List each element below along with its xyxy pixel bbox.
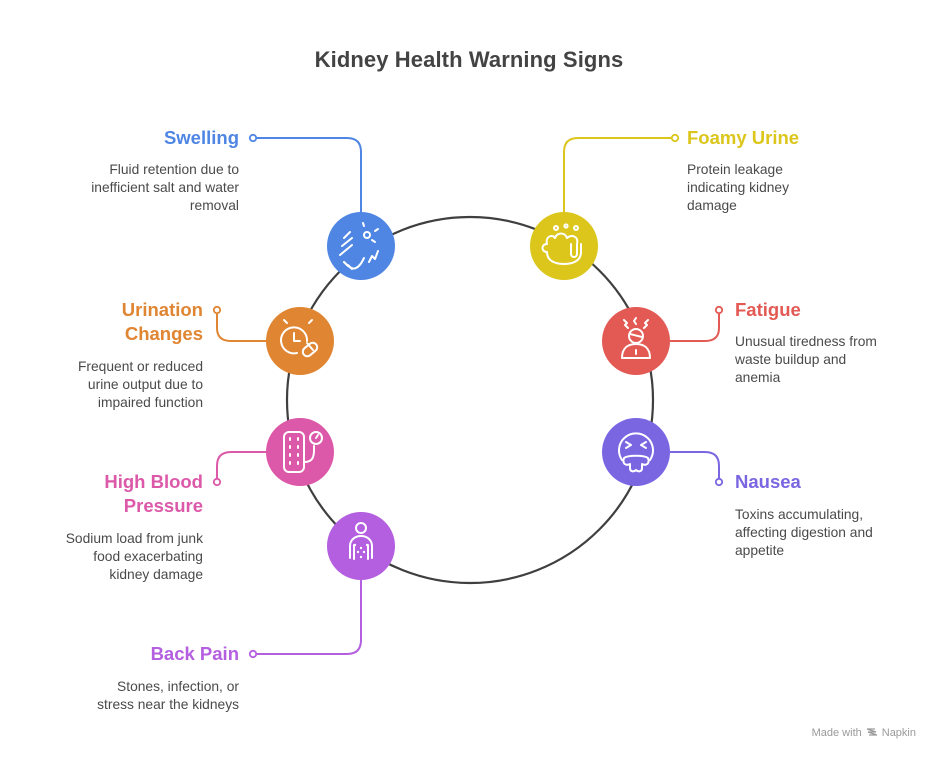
nausea-connector — [670, 451, 720, 478]
description-line: Sodium load from junk — [65, 531, 203, 546]
description-line: anemia — [735, 370, 781, 385]
swollen-hand-icon — [339, 222, 379, 270]
description-line: indicating kidney — [687, 180, 790, 195]
fatigue-description: Unusual tiredness from waste buildup and… — [735, 333, 925, 387]
description-line: Frequent or reduced — [77, 359, 203, 374]
made-with-napkin-badge[interactable]: Made with Napkin — [812, 727, 916, 739]
label-line: Pressure — [123, 495, 203, 516]
label-line: High Blood — [104, 471, 203, 492]
label-line: Urination — [121, 299, 203, 320]
high-blood-pressure-label: High Blood Pressure — [40, 470, 203, 518]
back-pain-description: Stones, infection, or stress near the ki… — [40, 678, 239, 714]
description-line: Unusual tiredness from — [735, 334, 877, 349]
description-line: impaired function — [97, 395, 203, 410]
connector-end-dot — [714, 305, 724, 315]
description-line: affecting digestion and — [735, 525, 873, 540]
description-line: removal — [189, 198, 239, 213]
stressed-person-icon — [621, 317, 651, 359]
clock-pill-icon — [280, 319, 319, 358]
connector-end-dot — [212, 305, 222, 315]
urination-changes-label: Urination Changes — [40, 298, 203, 346]
connector-end-dot — [670, 133, 680, 143]
swelling-label: Swelling — [163, 127, 239, 148]
connector-end-dot — [248, 649, 258, 659]
high-blood-pressure-node — [266, 418, 334, 486]
label-line: Changes — [124, 323, 203, 344]
body-pain-points-icon — [349, 522, 373, 560]
nausea-node — [602, 418, 670, 486]
connector-end-dot — [248, 133, 258, 143]
description-line: urine output due to — [87, 377, 203, 392]
description-line: appetite — [735, 543, 785, 558]
footer-prefix: Made with — [811, 727, 862, 739]
icon-circle — [327, 512, 395, 580]
swelling-node — [327, 212, 395, 280]
back-pain-connector — [257, 580, 362, 655]
foamy-urine-description: Protein leakage indicating kidney damage — [687, 161, 907, 215]
description-line: stress near the kidneys — [97, 697, 239, 712]
page-title: Kidney Health Warning Signs — [314, 47, 624, 72]
icon-circle — [266, 418, 334, 486]
description-line: waste buildup and — [735, 352, 847, 367]
blood-pressure-cuff-icon — [283, 431, 323, 473]
napkin-logo-icon — [866, 728, 877, 736]
nausea-description: Toxins accumulating, affecting digestion… — [735, 506, 925, 560]
foaming-pot-icon — [541, 223, 582, 265]
urination-changes-connector — [216, 314, 266, 342]
icon-circle — [327, 212, 395, 280]
central-ring — [285, 215, 655, 585]
nausea-label: Nausea — [735, 471, 801, 492]
description-line: damage — [687, 198, 737, 213]
description-line: kidney damage — [109, 567, 203, 582]
swelling-connector — [257, 137, 362, 212]
foamy-urine-label: Foamy Urine — [687, 127, 800, 148]
icon-circle — [602, 307, 670, 375]
high-blood-pressure-connector — [216, 451, 266, 478]
description-line: food exacerbating — [93, 549, 203, 564]
nauseated-face-icon — [618, 432, 654, 473]
footer-brand: Napkin — [881, 727, 916, 739]
foamy-urine-node — [530, 212, 598, 280]
foamy-urine-connector — [563, 137, 671, 212]
icon-circle — [602, 418, 670, 486]
urination-changes-node — [266, 307, 334, 375]
icon-circle — [530, 212, 598, 280]
back-pain-label: Back Pain — [150, 643, 239, 664]
connector-end-dot — [714, 477, 724, 487]
fatigue-connector — [670, 314, 720, 342]
description-line: Toxins accumulating, — [735, 507, 864, 522]
description-line: Protein leakage — [687, 162, 783, 177]
fatigue-label: Fatigue — [735, 299, 801, 320]
description-line: Stones, infection, or — [117, 679, 239, 694]
description-line: inefficient salt and water — [91, 180, 239, 195]
swelling-description: Fluid retention due to inefficient salt … — [40, 161, 239, 215]
back-pain-node — [327, 512, 395, 580]
fatigue-node — [602, 307, 670, 375]
description-line: Fluid retention due to — [109, 162, 239, 177]
high-blood-pressure-description: Sodium load from junk food exacerbating … — [20, 530, 203, 584]
connector-end-dot — [212, 477, 222, 487]
urination-changes-description: Frequent or reduced urine output due to … — [20, 358, 203, 412]
